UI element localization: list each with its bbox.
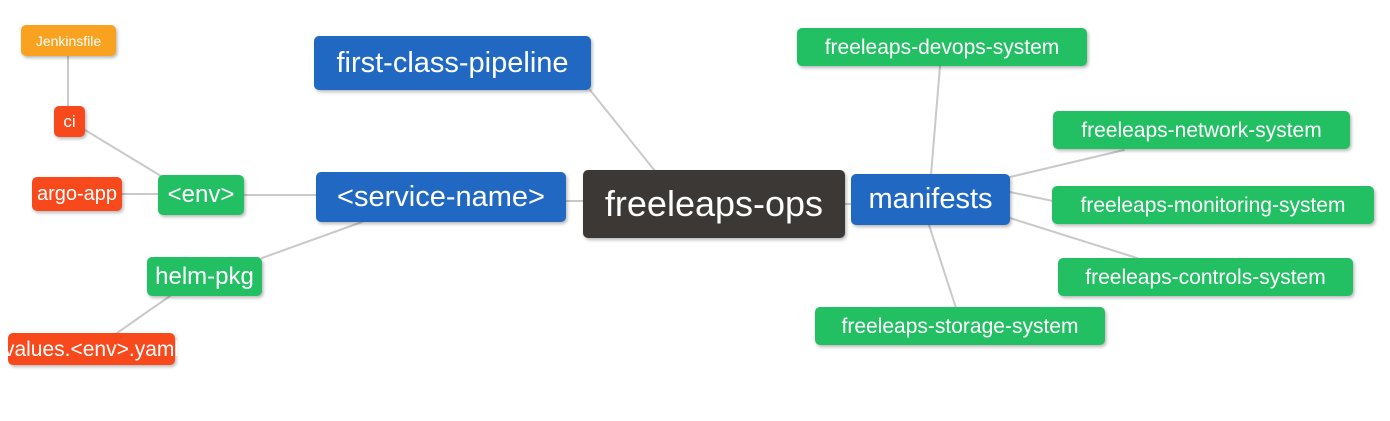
edge-values_env_yaml-helm_pkg xyxy=(116,295,171,334)
node-freeleaps-devops-system[interactable]: freeleaps-devops-system xyxy=(797,28,1087,66)
edge-ci-env xyxy=(84,129,162,177)
node-helm-pkg[interactable]: helm-pkg xyxy=(147,257,262,296)
edge-manifests-storage_system xyxy=(928,224,957,309)
node-freeleaps-storage-system[interactable]: freeleaps-storage-system xyxy=(815,307,1105,345)
edge-manifests-controls_system xyxy=(1009,217,1138,259)
edge-manifests-network_system xyxy=(1009,149,1125,178)
edge-first_class_pipeline-freeleaps_ops xyxy=(589,89,656,172)
node-freeleaps-ops-root[interactable]: freeleaps-ops xyxy=(583,170,845,238)
edge-helm_pkg-service_name xyxy=(261,221,363,259)
node-freeleaps-network-system[interactable]: freeleaps-network-system xyxy=(1053,111,1350,149)
edge-manifests-monitoring_system xyxy=(1009,191,1054,202)
node-env[interactable]: <env> xyxy=(158,175,244,215)
node-ci[interactable]: ci xyxy=(54,106,85,137)
node-freeleaps-controls-system[interactable]: freeleaps-controls-system xyxy=(1058,258,1353,296)
node-values-env-yaml[interactable]: values.<env>.yaml xyxy=(4,333,179,365)
node-first-class-pipeline[interactable]: first-class-pipeline xyxy=(314,36,591,90)
node-jenkinsfile[interactable]: Jenkinsfile xyxy=(21,25,116,56)
node-argo-app[interactable]: argo-app xyxy=(32,177,122,211)
node-manifests[interactable]: manifests xyxy=(851,174,1010,225)
edge-manifests-devops_system xyxy=(930,65,941,176)
node-service-name[interactable]: <service-name> xyxy=(316,172,566,222)
node-freeleaps-monitoring-system[interactable]: freeleaps-monitoring-system xyxy=(1052,186,1374,224)
